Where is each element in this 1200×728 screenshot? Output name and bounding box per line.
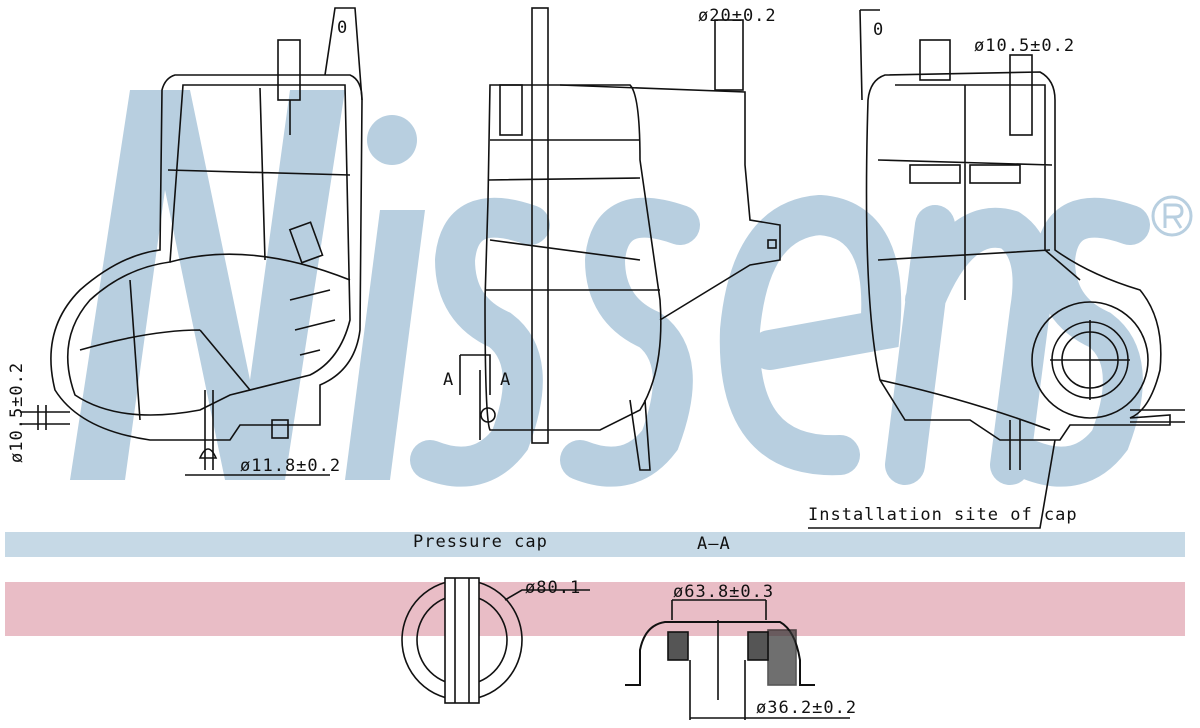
marker-right: 0 [873, 20, 885, 40]
dim-cap-outer: ø80.1 [525, 578, 582, 598]
pressure-cap-drawing [401, 577, 590, 704]
dim-pipe-left: ø10.5±0.2 [7, 361, 27, 463]
tank-side-view-left [20, 7, 363, 476]
registered-mark [1151, 195, 1193, 237]
caption-pressure-cap: Pressure cap [413, 532, 548, 552]
watermark-letter-s3 [1010, 197, 1150, 487]
caption-section-aa: A–A [697, 534, 731, 554]
caption-band [5, 532, 1185, 557]
section-aa-drawing [625, 599, 850, 720]
section-marker-a-right: A [500, 370, 512, 390]
dim-section-outer: ø63.8±0.3 [673, 582, 775, 602]
dim-section-inner: ø36.2±0.2 [756, 698, 858, 718]
watermark-letter-e [719, 194, 902, 476]
installation-callout: Installation site of cap [808, 505, 1078, 525]
watermark-letter-s1 [410, 197, 550, 487]
dim-outlet: ø11.8±0.2 [240, 456, 342, 476]
dim-center-top: ø20±0.2 [698, 6, 777, 26]
detail-band [5, 582, 1185, 636]
dim-right-top: ø10.5±0.2 [974, 36, 1076, 56]
watermark-letter-i-dot [367, 115, 417, 165]
watermark-letter-n2 [885, 205, 1053, 485]
watermark-letter-i [345, 210, 425, 480]
watermark-letter-s2 [560, 197, 700, 487]
watermark-letter-n [70, 90, 345, 480]
section-marker-a-left: A [443, 370, 455, 390]
marker-left: 0 [337, 18, 349, 38]
tank-rear-view [808, 9, 1185, 529]
tank-front-view [459, 7, 781, 471]
